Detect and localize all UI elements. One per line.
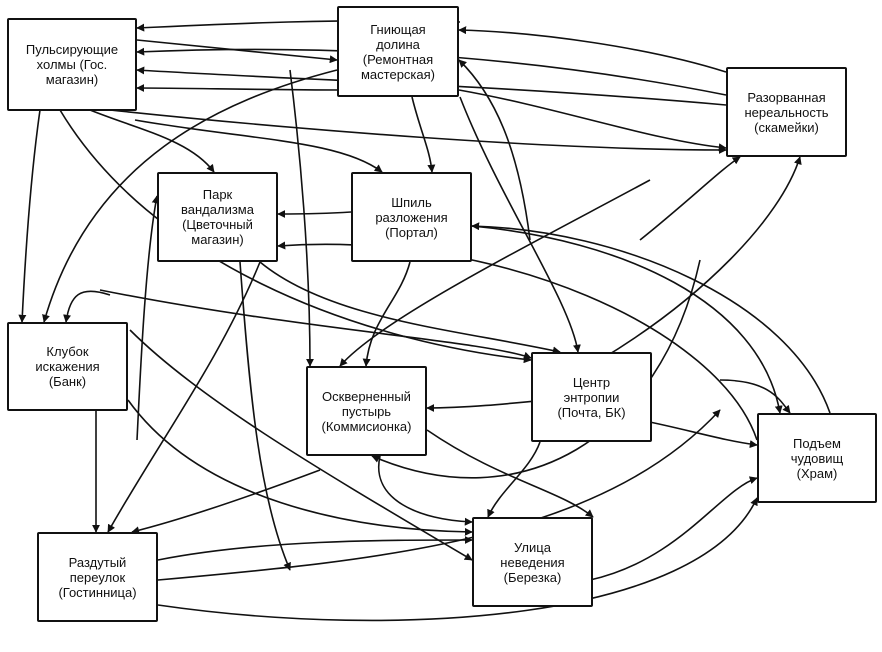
node-pulsiruyushchie-holmy: Пульсирующие холмы (Гос. магазин) [7,18,137,111]
connection-arrow [458,89,727,152]
connection-arrow [377,455,473,526]
connection-arrow [59,109,532,364]
connection-arrow [136,39,338,64]
connection-arrow [458,26,727,73]
connection-arrow [18,109,41,323]
connection-arrow [89,109,215,173]
connection-arrow [639,156,741,241]
connection-arrow [471,222,831,414]
connection-arrow [63,290,111,323]
connection-arrow [426,429,594,518]
connection-arrow [339,179,651,367]
node-podem-chudovishch: Подъем чудовищ (Храм) [757,413,877,503]
connection-arrow [134,119,383,173]
connection-arrow [136,195,160,441]
connection-arrow [589,476,758,581]
connection-arrow [157,497,758,622]
node-park-vandalizma: Парк вандализма (Цветочный магазин) [157,172,278,262]
connection-arrow [277,209,352,218]
connection-arrow [639,419,758,448]
node-klubok-iskazheniya: Клубок искажения (Банк) [7,322,128,411]
connection-arrow [157,536,473,561]
connection-arrow [239,261,291,571]
connection-arrow [411,96,436,173]
connection-arrow [362,261,411,367]
connection-arrow [599,156,802,361]
connection-arrow [471,225,783,414]
connection-arrow [487,441,541,518]
node-shpil-razlozheniya: Шпиль разложения (Портал) [351,172,472,262]
node-ulitsa-nevedeniya: Улица неведения (Березка) [472,517,593,607]
node-oskvernenny-pustyr: Оскверненный пустырь (Коммисионка) [306,366,427,456]
connection-arrow [371,259,701,479]
connection-arrow [719,379,791,414]
connection-arrow [42,69,338,323]
connection-arrow [259,261,561,355]
connection-arrow [107,261,261,533]
node-gniyushchaya-dolina: Гниющая долина (Ремонтная мастерская) [337,6,459,97]
connection-arrow [136,84,346,93]
connection-arrow [131,469,321,535]
connection-arrow [129,329,473,561]
connection-arrow [458,59,531,241]
connection-arrow [459,96,581,353]
connection-arrow [99,289,532,360]
node-tsentr-entropii: Центр энтропии (Почта, БК) [531,352,652,442]
node-razorvannaya-nerealnost: Разорванная нереальность (скамейки) [726,67,847,157]
node-razduty-pereulok: Раздутый переулок (Гостинница) [37,532,158,622]
